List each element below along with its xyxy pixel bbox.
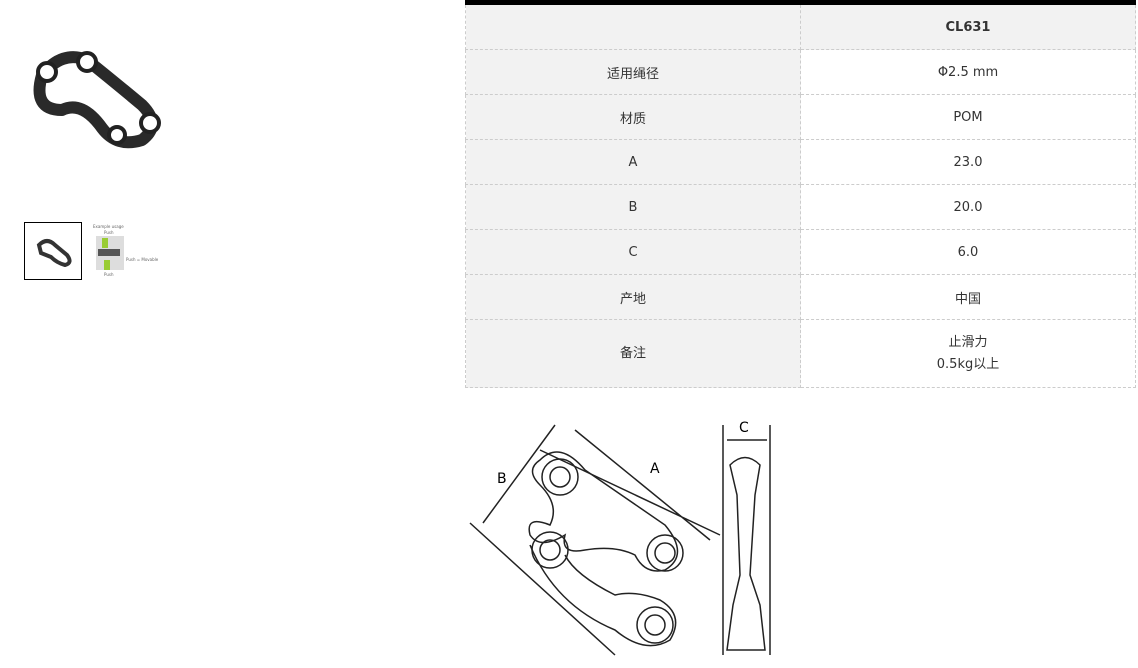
row-label: 备注	[465, 319, 801, 388]
row-value: 止滑力 0.5kg以上	[800, 319, 1136, 388]
row-label: 材质	[465, 94, 801, 140]
row-label: 产地	[465, 274, 801, 320]
usage-photo	[96, 236, 124, 270]
dim-c-label: C	[739, 420, 749, 436]
dim-b-label: B	[497, 471, 507, 487]
row-label: B	[465, 184, 801, 230]
row-label: C	[465, 229, 801, 275]
row-label: A	[465, 139, 801, 185]
dimension-drawing: A B C	[469, 420, 771, 656]
row-value: 中国	[800, 274, 1136, 320]
row-value: 6.0	[800, 229, 1136, 275]
row-label: 适用绳径	[465, 49, 801, 95]
note-line-2: 0.5kg以上	[936, 356, 1000, 372]
thumbnail-product[interactable]	[24, 222, 82, 280]
thumb-push-bottom: Push	[104, 272, 114, 277]
header-label	[465, 2, 801, 50]
product-thumb-image	[36, 239, 72, 268]
product-main-image	[33, 51, 161, 149]
thumb-push-top: Push	[104, 230, 114, 235]
table-row-note: 备注 止滑力 0.5kg以上	[465, 319, 1136, 388]
header-model: CL631	[800, 2, 1136, 50]
note-line-1: 止滑力	[948, 334, 988, 350]
thumb-push-side: Push = Movable	[126, 257, 159, 262]
table-header-row: CL631	[465, 2, 1136, 50]
row-value: POM	[800, 94, 1136, 140]
thumbnail-example-usage[interactable]: Example usage Push Push = Movable Push	[90, 222, 158, 280]
row-value: Φ2.5 mm	[800, 49, 1136, 95]
row-value: 20.0	[800, 184, 1136, 230]
table-row: 产地中国	[465, 274, 1136, 320]
thumb-title: Example usage	[93, 224, 124, 229]
row-value: 23.0	[800, 139, 1136, 185]
dim-a-label: A	[650, 461, 660, 477]
